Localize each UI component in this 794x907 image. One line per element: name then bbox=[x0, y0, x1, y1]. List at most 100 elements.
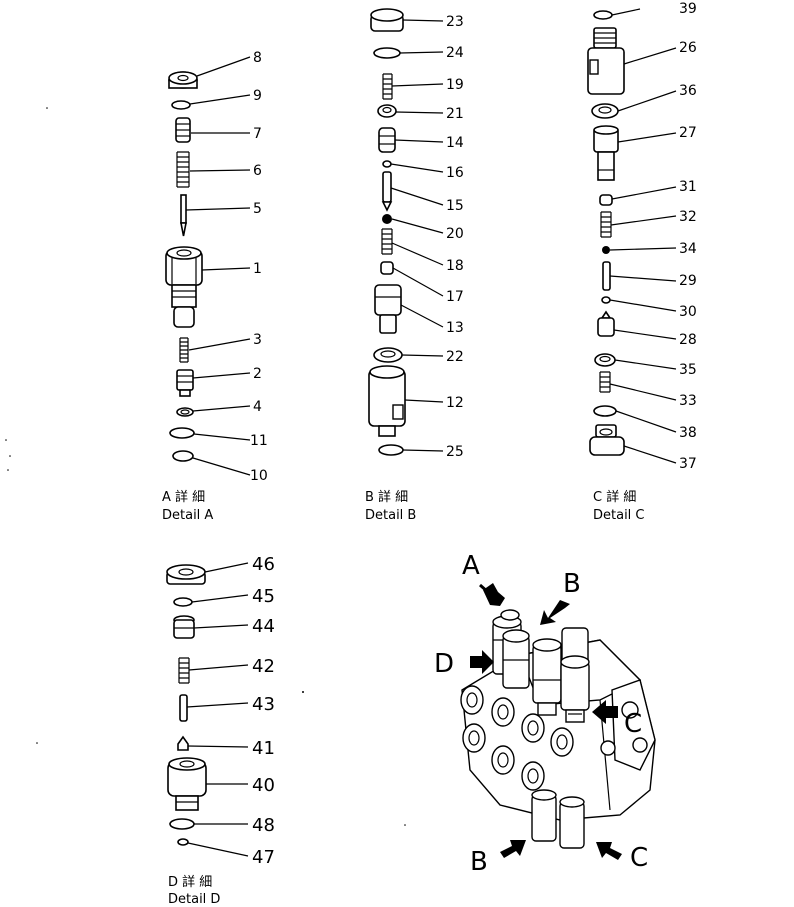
part-26-body bbox=[587, 27, 625, 95]
part-4-ring bbox=[176, 407, 194, 417]
label-part-13: 13 bbox=[446, 320, 464, 336]
label-part-35: 35 bbox=[679, 362, 697, 378]
label-part-22: 22 bbox=[446, 349, 464, 365]
label-part-27: 27 bbox=[679, 125, 697, 141]
part-25-o-ring bbox=[378, 444, 404, 456]
caption-c-jp: C 詳 細 bbox=[593, 489, 636, 505]
assembly-label-d: D bbox=[434, 649, 454, 679]
label-part-36: 36 bbox=[679, 83, 697, 99]
label-part-37: 37 bbox=[679, 456, 697, 472]
label-part-6: 6 bbox=[253, 163, 262, 179]
detail-a-group: 8 9 7 6 5 1 3 2 4 11 10 A 詳 細 Detail A bbox=[162, 50, 268, 523]
part-11-o-ring bbox=[169, 427, 195, 439]
assembly-valve-d bbox=[502, 629, 530, 689]
label-part-43: 43 bbox=[252, 694, 275, 715]
label-part-17: 17 bbox=[446, 289, 464, 305]
part-48-o-ring bbox=[169, 818, 195, 830]
part-38-o-ring bbox=[593, 405, 617, 417]
part-16-ring bbox=[382, 160, 392, 168]
part-9-o-ring bbox=[171, 100, 191, 110]
label-part-40: 40 bbox=[252, 775, 275, 796]
part-36-nut bbox=[591, 103, 619, 119]
part-43-pin bbox=[179, 694, 188, 722]
label-part-28: 28 bbox=[679, 332, 697, 348]
part-20-ball bbox=[382, 214, 392, 224]
part-28-poppet bbox=[597, 310, 615, 337]
part-1-valve-body bbox=[165, 246, 203, 328]
assembly-ports bbox=[460, 685, 616, 791]
scan-specks bbox=[5, 107, 406, 826]
label-part-39: 39 bbox=[679, 1, 697, 17]
part-12-body bbox=[368, 365, 406, 437]
label-part-3: 3 bbox=[253, 332, 262, 348]
label-part-31: 31 bbox=[679, 179, 697, 195]
part-35-washer bbox=[594, 353, 616, 367]
label-part-18: 18 bbox=[446, 258, 464, 274]
assembly-valve-b-bottom bbox=[531, 789, 557, 842]
part-46-nut bbox=[166, 564, 206, 585]
label-part-46: 46 bbox=[252, 554, 275, 575]
label-part-16: 16 bbox=[446, 165, 464, 181]
label-part-14: 14 bbox=[446, 135, 464, 151]
label-part-10: 10 bbox=[250, 468, 268, 484]
label-part-5: 5 bbox=[253, 201, 262, 217]
part-24-o-ring bbox=[373, 47, 401, 59]
part-14-poppet bbox=[378, 127, 396, 153]
part-32-spring bbox=[600, 211, 612, 238]
assembly-label-a: A bbox=[462, 551, 480, 581]
arrow-b-top-icon bbox=[540, 600, 570, 625]
part-30-ring bbox=[601, 296, 611, 304]
label-part-33: 33 bbox=[679, 393, 697, 409]
part-34-ball bbox=[602, 246, 610, 254]
label-part-48: 48 bbox=[252, 815, 275, 836]
part-6-spring bbox=[176, 151, 190, 188]
label-part-12: 12 bbox=[446, 395, 464, 411]
label-part-11: 11 bbox=[250, 433, 268, 449]
part-45-o-ring bbox=[173, 597, 193, 607]
caption-a-en: Detail A bbox=[162, 508, 213, 523]
assembly-label-c-bottom: C bbox=[630, 843, 648, 873]
caption-d-jp: D 詳 細 bbox=[168, 874, 212, 890]
part-39-o-ring bbox=[593, 10, 613, 20]
part-8-nut bbox=[168, 71, 198, 89]
part-19-spring bbox=[382, 73, 393, 100]
caption-c-en: Detail C bbox=[593, 508, 645, 523]
part-31-seat bbox=[599, 194, 613, 206]
part-22-nut bbox=[373, 347, 403, 363]
label-part-8: 8 bbox=[253, 50, 262, 66]
arrow-b-bottom-icon bbox=[500, 840, 526, 858]
part-2-seat bbox=[176, 369, 194, 397]
part-40-body bbox=[167, 757, 207, 811]
assembly-label-c-right: C bbox=[624, 709, 642, 739]
label-part-23: 23 bbox=[446, 14, 464, 30]
part-3-spring bbox=[179, 337, 189, 363]
label-part-15: 15 bbox=[446, 198, 464, 214]
part-18-spring bbox=[381, 228, 393, 255]
label-part-1: 1 bbox=[253, 261, 262, 277]
detail-d-group: 46 45 44 42 43 41 40 48 47 D 詳 細 Detail … bbox=[166, 554, 275, 907]
part-7-plug bbox=[175, 117, 191, 143]
caption-a-jp: A 詳 細 bbox=[162, 489, 205, 505]
part-21-washer bbox=[377, 104, 397, 118]
valve-assembly-view: A B D C B C bbox=[434, 551, 656, 877]
assembly-valve-c-bottom bbox=[559, 796, 585, 849]
label-part-20: 20 bbox=[446, 226, 464, 242]
label-part-2: 2 bbox=[253, 366, 262, 382]
part-37-plug bbox=[589, 424, 625, 456]
part-27-plug bbox=[593, 125, 619, 181]
part-42-spring bbox=[178, 657, 190, 684]
label-part-42: 42 bbox=[252, 656, 275, 677]
label-part-47: 47 bbox=[252, 847, 275, 868]
arrow-d-icon bbox=[470, 650, 494, 674]
label-part-45: 45 bbox=[252, 586, 275, 607]
part-23-cap bbox=[370, 8, 404, 32]
label-part-26: 26 bbox=[679, 40, 697, 56]
label-part-29: 29 bbox=[679, 273, 697, 289]
part-13-spool bbox=[374, 284, 402, 334]
label-part-41: 41 bbox=[252, 738, 275, 759]
arrow-c-right-icon bbox=[592, 700, 618, 724]
caption-b-jp: B 詳 細 bbox=[365, 489, 408, 505]
caption-b-en: Detail B bbox=[365, 508, 416, 523]
